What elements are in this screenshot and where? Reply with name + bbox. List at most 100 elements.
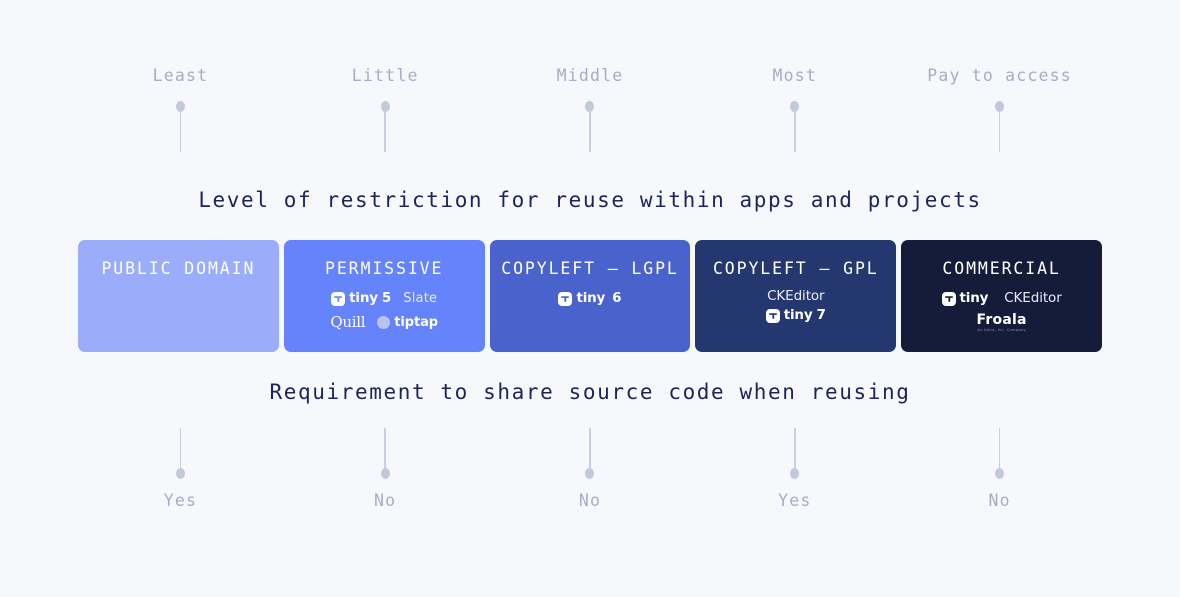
top-scale-item: Least: [78, 66, 283, 152]
pin-dot-icon: [995, 468, 1005, 479]
top-scale-label: Most: [772, 66, 818, 85]
logo-froala-subtitle: An Idera, Inc. Company: [977, 327, 1026, 332]
card-copyleft-lgpl[interactable]: COPYLEFT — LGPL tiny 6: [489, 240, 691, 352]
card-title: COPYLEFT — GPL: [712, 259, 879, 278]
pin-dot-icon: [380, 468, 390, 479]
logo-quill: Quill: [330, 315, 365, 330]
logo-tiny-word: tiny: [349, 289, 378, 306]
top-scale-item: Most: [692, 66, 897, 152]
pin-stem-icon: [793, 111, 796, 152]
pin-marker-up: [175, 428, 185, 479]
logo-froala: Froala An Idera, Inc. Company: [977, 313, 1027, 333]
logo-tiny: tiny: [941, 289, 989, 306]
bottom-scale-item: No: [488, 428, 693, 510]
card-commercial[interactable]: COMMERCIAL tiny CKEditor Froala: [901, 240, 1102, 352]
logo-tiny-word: tiny: [783, 306, 813, 323]
pin-dot-icon: [175, 468, 185, 479]
pin-stem-icon: [998, 428, 1001, 468]
pin-marker-up: [995, 428, 1005, 479]
logo-froala-word: Froala: [976, 311, 1027, 328]
logo-ckeditor-word: CKEditor: [767, 288, 825, 305]
logo-tiny6: tiny 6: [558, 289, 622, 306]
top-scale-item: Little: [283, 66, 488, 152]
logo-slate: Slate: [403, 292, 437, 305]
pin-stem-icon: [793, 428, 796, 468]
pin-dot-icon: [790, 468, 800, 479]
pin-dot-icon: [995, 100, 1005, 112]
tiny-mark-icon: [941, 291, 956, 306]
logo-slate-word: Slate: [403, 291, 438, 306]
tiny-mark-icon: [331, 291, 346, 306]
logo-tiny-version: 7: [816, 306, 826, 323]
bottom-scale-label: No: [988, 491, 1011, 510]
pin-stem-icon: [998, 111, 1001, 152]
top-scale-label: Little: [351, 66, 419, 85]
pin-marker-down: [790, 100, 800, 152]
pin-stem-icon: [384, 111, 386, 152]
top-scale-row: Least Little Middle Most: [78, 66, 1102, 152]
bottom-scale-label: No: [578, 491, 602, 510]
pin-marker-up: [790, 428, 800, 479]
card-title: COPYLEFT — LGPL: [501, 259, 679, 278]
logo-row: tiny 6: [558, 289, 622, 309]
logo-row: CKEditor: [767, 288, 825, 306]
pin-stem-icon: [384, 428, 386, 468]
logo-tiny-version: 6: [612, 289, 622, 306]
logo-tiny-word: tiny: [959, 289, 989, 306]
pin-marker-up: [380, 428, 390, 479]
logo-ckeditor: CKEditor: [767, 288, 825, 305]
pin-marker-down: [175, 100, 185, 152]
pin-marker-up: [585, 428, 595, 479]
bottom-scale-item: No: [283, 428, 488, 510]
bottom-caption: Requirement to share source code when re…: [269, 380, 911, 404]
pin-dot-icon: [585, 100, 595, 112]
top-scale-label: Pay to access: [927, 66, 1072, 85]
logo-quill-word: Quill: [330, 313, 366, 331]
pin-marker-down: [995, 100, 1005, 152]
card-title: COMMERCIAL: [942, 259, 1061, 278]
top-caption: Level of restriction for reuse within ap…: [198, 188, 982, 212]
pin-stem-icon: [179, 111, 182, 152]
top-scale-label: Least: [152, 66, 209, 85]
pin-stem-icon: [589, 111, 591, 152]
logo-tiny-version: 5: [381, 289, 392, 306]
logo-ckeditor: CKEditor: [1004, 289, 1062, 306]
bottom-scale-label: Yes: [778, 491, 812, 510]
tiptap-circle-icon: [377, 316, 391, 329]
card-title: PERMISSIVE: [325, 259, 444, 278]
logo-tiny-word: tiny: [576, 289, 606, 306]
top-scale-label: Middle: [556, 66, 624, 85]
tiny-mark-icon: [558, 291, 573, 306]
card-logo-area: tiny CKEditor Froala An Idera, Inc. Comp…: [901, 289, 1102, 334]
tiny-mark-icon: [765, 308, 780, 323]
top-scale-item: Pay to access: [897, 66, 1102, 152]
pin-dot-icon: [585, 468, 595, 479]
bottom-scale-row: Yes No No Yes: [78, 428, 1102, 510]
bottom-scale-item: Yes: [78, 428, 283, 510]
pin-stem-icon: [589, 428, 591, 468]
logo-tiptap: tiptap: [377, 316, 438, 329]
card-public-domain[interactable]: PUBLIC DOMAIN: [78, 240, 279, 352]
logo-row: Quill tiptap: [330, 313, 438, 333]
bottom-scale-label: No: [374, 491, 397, 510]
pin-marker-down: [585, 100, 595, 152]
pin-stem-icon: [179, 428, 182, 468]
top-scale-item: Middle: [488, 66, 693, 152]
card-logo-area: tiny 6: [490, 289, 691, 309]
logo-row: Froala An Idera, Inc. Company: [977, 312, 1027, 334]
logo-tiptap-word: tiptap: [394, 315, 438, 330]
bottom-scale-item: Yes: [692, 428, 897, 510]
card-title: PUBLIC DOMAIN: [101, 259, 256, 278]
pin-dot-icon: [790, 100, 800, 112]
logo-ckeditor-word: CKEditor: [1004, 289, 1062, 306]
